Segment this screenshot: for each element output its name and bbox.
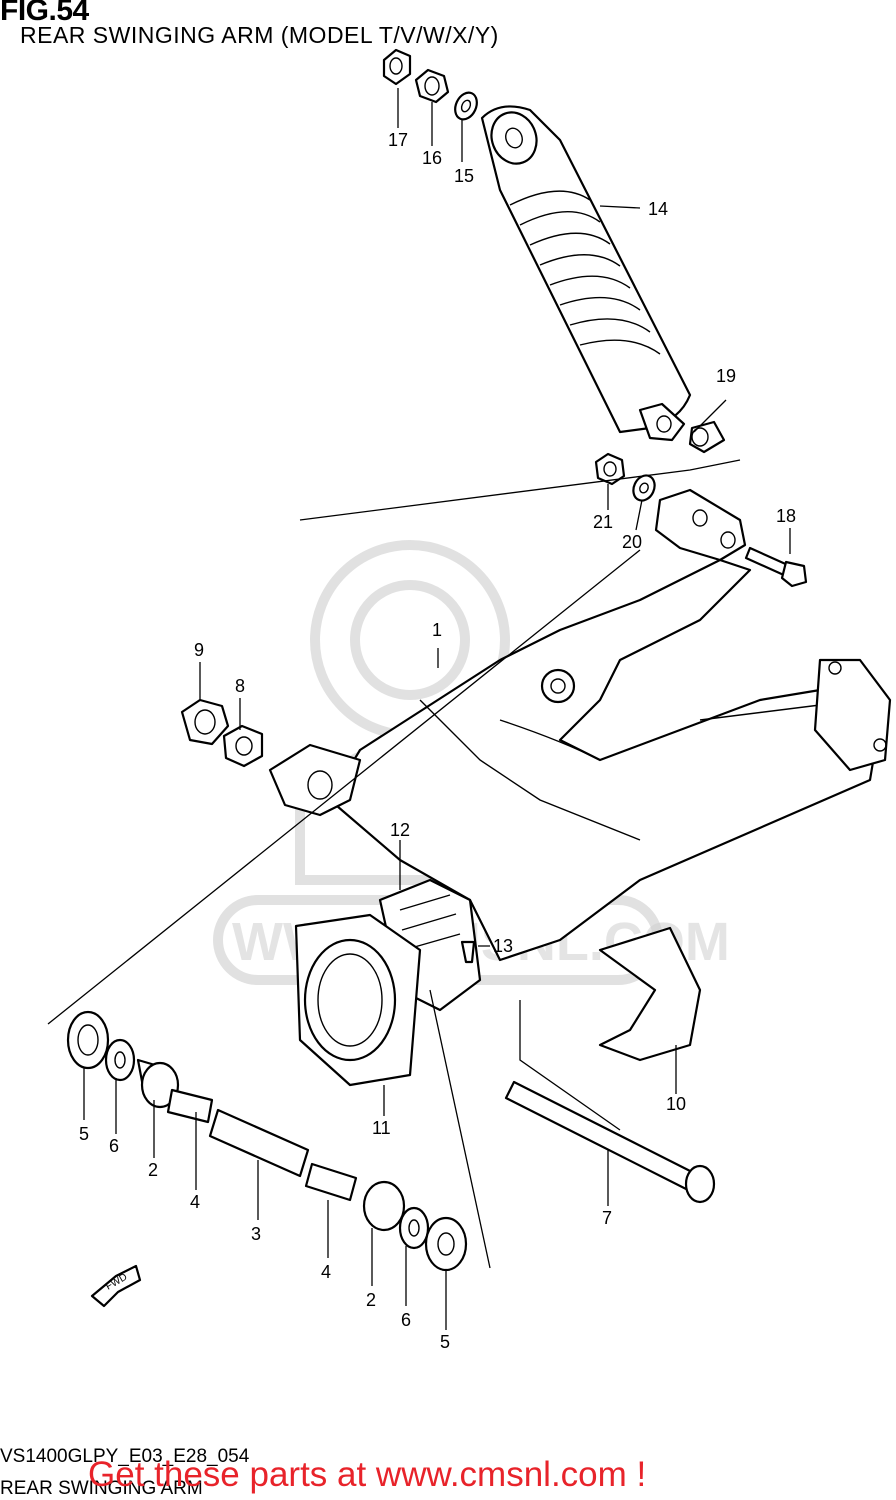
shock-mount-bracket [654,488,747,562]
label-part-20: 20 [622,532,642,552]
label-part-12: 12 [390,820,410,840]
part-7-axle-bolt [504,1080,716,1204]
label-part-18: 18 [776,506,796,526]
part-16-spacer [414,68,450,104]
part-4-spacer-right [304,1162,358,1202]
diagram-title: REAR SWINGING ARM (MODEL T/V/W/X/Y) [20,22,499,48]
label-part-10: 10 [666,1094,686,1114]
part-8-nut [222,724,264,768]
label-part-1: 1 [432,620,442,640]
part-9-cap [180,698,230,746]
part-15-washer [454,91,478,121]
label-part-17: 17 [388,130,408,150]
part-6-washer-left [104,1038,136,1082]
fwd-arrow-icon: FWD [90,1264,142,1308]
label-part-14: 14 [648,199,668,219]
label-part-15: 15 [454,166,474,186]
part-18-bolt [744,546,808,588]
label-part-9: 9 [194,640,204,660]
label-part-5-right: 5 [440,1332,450,1352]
part-17-nut [382,48,412,86]
part-19-bushing [688,420,726,454]
label-part-5-left: 5 [79,1124,89,1144]
label-part-21: 21 [593,512,613,532]
part-21-nut [594,452,626,486]
promo-link-text[interactable]: Get these parts at www.cmsnl.com ! [88,1455,647,1494]
assembly-guide-lines [47,459,741,1269]
diagram-code: VS1400GLPY_E03_E28_054 [0,1446,250,1467]
part-14-shock-absorber [480,105,692,442]
part-20-washer [632,474,656,502]
diagram-name: REAR SWINGING ARM [0,1478,203,1499]
leader-lines [83,88,791,1330]
label-part-6-left: 6 [109,1136,119,1156]
part-3-pivot-shaft [208,1108,310,1178]
part-5-seal-right [424,1216,468,1272]
part-6-washer-right [398,1206,430,1250]
label-part-19: 19 [716,366,736,386]
part-5-seal-left [66,1010,110,1070]
label-part-2-left: 2 [148,1160,158,1180]
part-11-boot [294,913,422,1087]
label-part-7: 7 [602,1208,612,1228]
label-part-11: 11 [372,1118,391,1138]
label-part-4-right: 4 [321,1262,331,1282]
part-4-spacer-left [166,1088,214,1124]
part-2-bearing-left [136,1058,180,1109]
label-part-4-left: 4 [190,1192,200,1212]
label-part-8: 8 [235,676,245,696]
label-part-16: 16 [422,148,442,168]
part-13-screw [460,940,476,964]
figure-number: FIG.54 [0,0,89,27]
label-part-6-right: 6 [401,1310,411,1330]
part-number-labels: 1 2 2 3 4 4 5 5 6 6 7 8 9 10 11 12 13 14… [79,130,796,1352]
label-part-13: 13 [493,936,513,956]
part-2-bearing-right [362,1180,406,1232]
part-10-cover [598,926,702,1062]
part-1-swinging-arm [268,558,892,962]
label-part-2-right: 2 [366,1290,376,1310]
label-part-3: 3 [251,1224,261,1244]
